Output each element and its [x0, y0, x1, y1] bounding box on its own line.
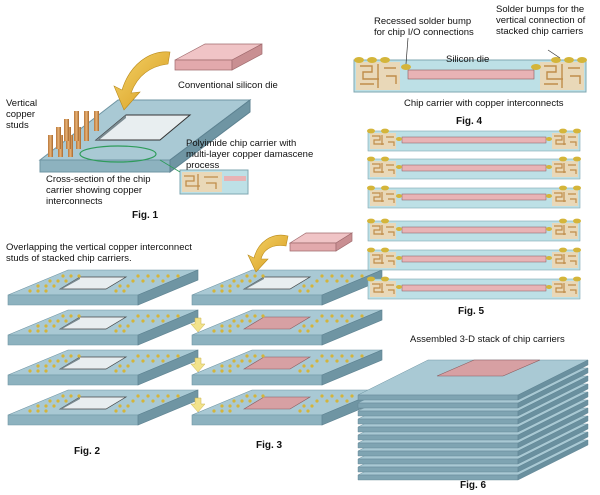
fig3-caption: Fig. 3: [256, 440, 283, 451]
fig3-curved-arrow: [247, 234, 289, 273]
fig2-stack: [7, 269, 199, 426]
fig1-carrier: [38, 99, 252, 173]
fig1-caption: Fig. 1: [132, 210, 159, 221]
label-polyimide-carrier: Polyimide chip carrier with multi-layer …: [186, 138, 314, 171]
fig1-curved-arrow: [113, 51, 171, 111]
label-solder-bumps-vertical: Solder bumps for the vertical connection…: [496, 4, 586, 37]
label-chip-carrier-copper: Chip carrier with copper interconnects: [404, 98, 564, 109]
label-cross-section: Cross-section of the chip carrier showin…: [46, 174, 151, 207]
fig1-silicon-die: [174, 43, 263, 71]
label-overlapping-studs: Overlapping the vertical copper intercon…: [6, 242, 192, 264]
label-vertical-copper-studs: Vertical copper studs: [6, 98, 38, 131]
fig1-cross-section-inset: [159, 159, 249, 195]
fig3-silicon-die: [288, 232, 354, 252]
fig2-caption: Fig. 2: [74, 446, 101, 457]
fig5-caption: Fig. 5: [458, 306, 485, 317]
fig3-stack: [191, 269, 383, 426]
fig3-down-arrows: [190, 317, 206, 413]
fig1-copper-studs: [48, 111, 99, 157]
fig6-assembled-stack: [357, 359, 589, 481]
label-recessed-solder-bump: Recessed solder bump for chip I/O connec…: [374, 16, 474, 38]
label-silicon-die: Silicon die: [446, 54, 490, 65]
fig4-caption: Fig. 4: [456, 116, 483, 127]
label-assembled-stack: Assembled 3-D stack of chip carriers: [410, 334, 565, 345]
label-conventional-die: Conventional silicon die: [178, 80, 278, 91]
fig6-caption: Fig. 6: [460, 480, 487, 491]
fig5-stacked-carriers: [366, 128, 582, 300]
fig4-cross-section: [353, 37, 587, 93]
